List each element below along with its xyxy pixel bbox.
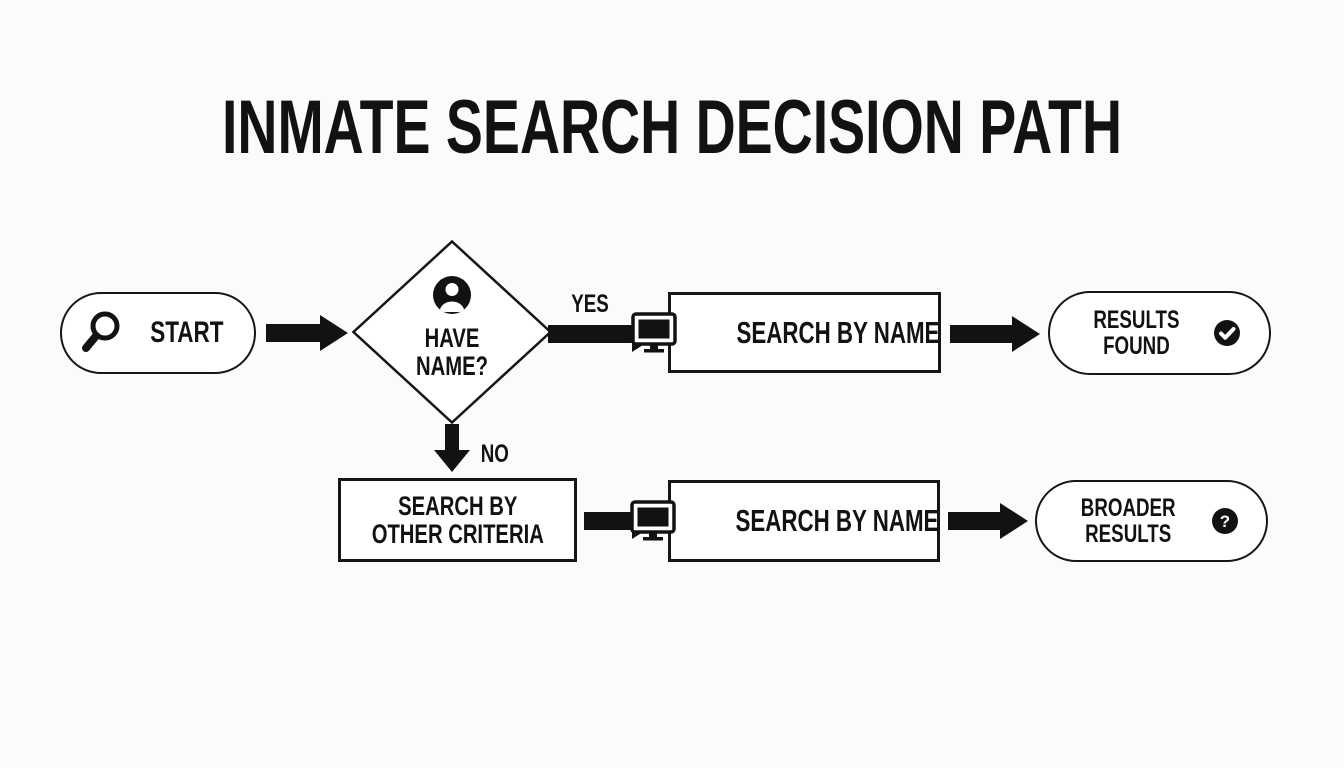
svg-text:?: ? <box>1220 512 1230 531</box>
diamond-shape <box>352 240 552 424</box>
results-found-line1: RESULTS <box>1093 305 1180 334</box>
magnifier-icon <box>80 311 120 355</box>
search-other-line1: SEARCH BY <box>397 490 518 521</box>
monitor-icon <box>630 311 677 354</box>
decision-label-line1: HAVE <box>424 322 480 353</box>
broader-results-line2: RESULTS <box>1085 520 1172 548</box>
arrow-no-down <box>434 424 470 472</box>
search-by-name-node-top: SEARCH BY NAME <box>630 292 941 373</box>
check-icon <box>1213 320 1240 346</box>
question-icon: ? <box>1211 508 1238 534</box>
broader-results-line1: BROADER <box>1081 493 1176 522</box>
start-label: START <box>150 316 224 349</box>
search-by-name-label: SEARCH BY NAME <box>735 503 939 538</box>
search-other-criteria-node: SEARCH BY OTHER CRITERIA <box>338 478 577 562</box>
broader-results-node: BROADER RESULTS ? <box>1035 480 1268 562</box>
arrow-to-results <box>950 316 1040 352</box>
start-node: START <box>60 292 256 374</box>
page-title: INMATE SEARCH DECISION PATH <box>221 85 1123 170</box>
results-found-label: RESULTS FOUND <box>1093 305 1180 360</box>
search-other-criteria-label: SEARCH BY OTHER CRITERIA <box>371 490 544 549</box>
decision-node: HAVE NAME? <box>352 240 552 424</box>
yes-edge-label: YES <box>571 290 609 318</box>
broader-results-label: BROADER RESULTS <box>1081 493 1176 548</box>
search-other-line2: OTHER CRITERIA <box>371 519 544 549</box>
monitor-icon <box>630 500 676 542</box>
person-icon <box>433 275 471 319</box>
arrow-to-broader <box>948 503 1028 539</box>
arrow-start-to-decision <box>266 315 348 351</box>
decision-label: HAVE NAME? <box>416 322 488 381</box>
no-edge-label: NO <box>480 440 509 468</box>
results-found-line2: FOUND <box>1103 332 1170 360</box>
search-by-name-node-bottom: SEARCH BY NAME <box>630 480 940 562</box>
search-by-name-label: SEARCH BY NAME <box>736 314 939 350</box>
results-found-node: RESULTS FOUND <box>1048 291 1271 375</box>
decision-label-line2: NAME? <box>416 351 488 381</box>
